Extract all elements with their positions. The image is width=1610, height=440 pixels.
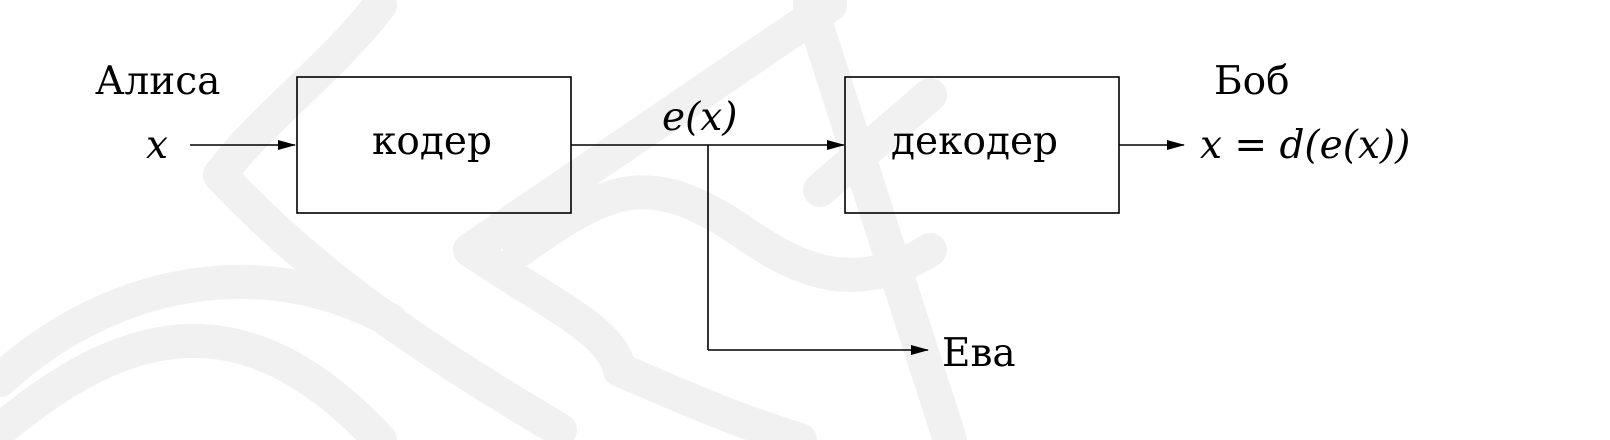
channel-label: e(x)	[662, 95, 738, 140]
receiver-name: Боб	[1214, 59, 1290, 104]
decoder-label: декодер	[891, 119, 1059, 164]
encoder-label: кодер	[372, 119, 492, 164]
sender-name: Алиса	[95, 59, 221, 104]
watermark-shapes	[0, 0, 967, 440]
sender-message: x	[146, 123, 168, 168]
eavesdropper-name: Ева	[942, 331, 1016, 376]
receiver-message: x = d(e(x))	[1200, 123, 1411, 168]
